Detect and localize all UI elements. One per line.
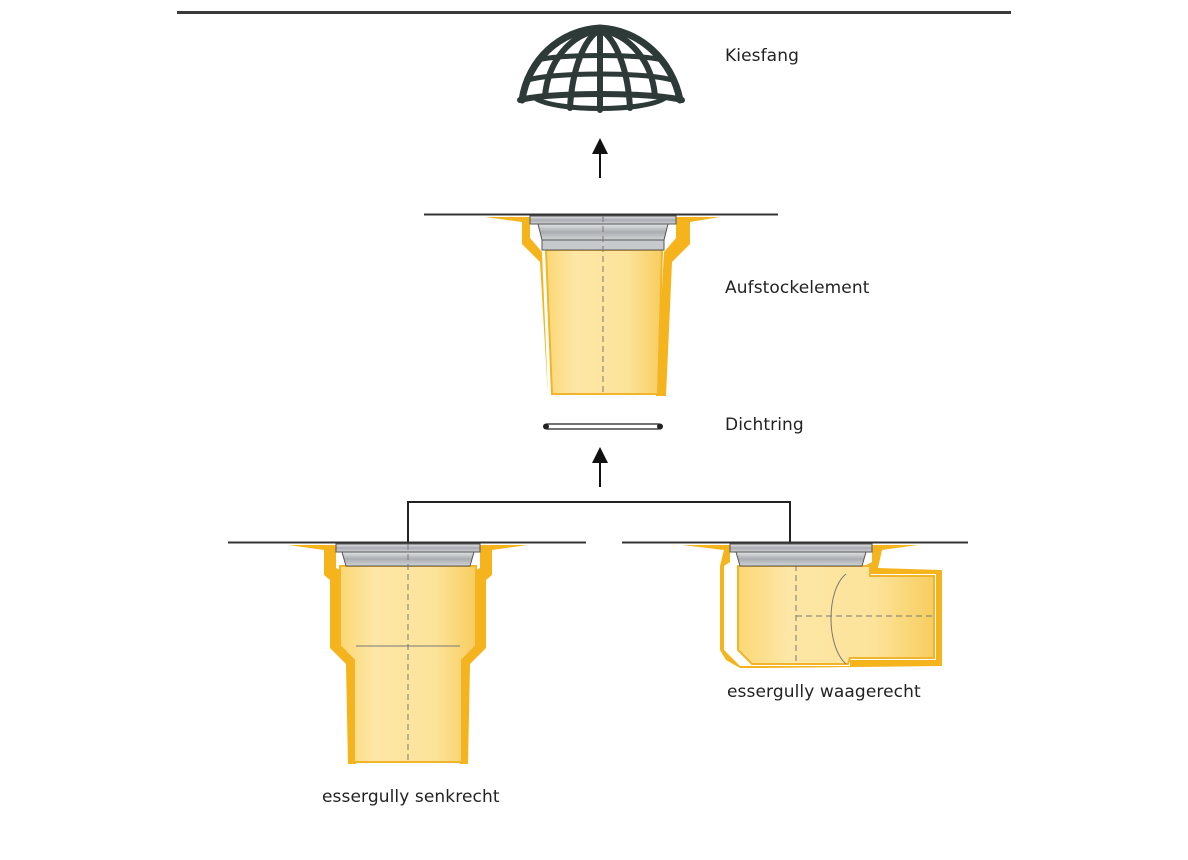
connector-bracket [407,501,791,544]
gully-vertical-drawing [228,541,586,764]
aufstockelement-drawing [424,213,778,396]
gravel-guard-icon [517,24,685,113]
label-gully-senkrecht: essergully senkrecht [322,787,500,807]
label-dichtring: Dichtring [725,415,804,435]
top-rule [177,11,1011,14]
gully-horizontal-drawing [622,541,968,668]
label-aufstockelement: Aufstockelement [725,278,870,298]
sealing-ring-icon [543,423,663,430]
label-kiesfang: Kiesfang [725,46,799,66]
label-gully-waagerecht: essergully waagerecht [727,682,921,702]
